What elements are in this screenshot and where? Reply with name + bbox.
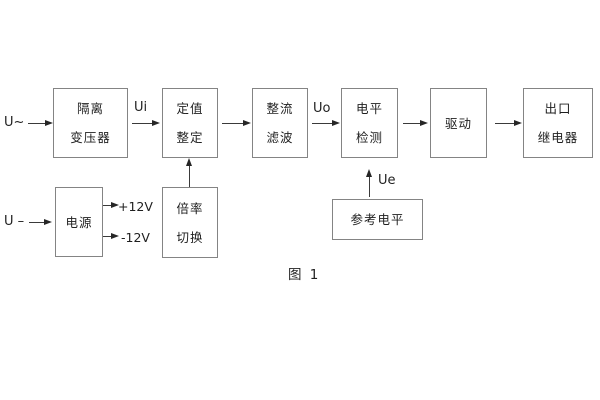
block-setpoint-adjust: 定值 整定 (162, 88, 218, 158)
arrow-ratioswitch-to-setpoint (185, 157, 192, 187)
block-text-line: 隔离 (76, 101, 104, 116)
label-minus-12v: -12V (121, 230, 150, 245)
block-rectify-filter: 整流 滤波 (252, 88, 308, 158)
block-text-line: 整定 (176, 130, 204, 145)
block-text-line: 切换 (176, 229, 204, 245)
arrow-rectifier-to-leveldetect (312, 119, 340, 126)
arrow-leveldetect-to-driver (403, 119, 428, 126)
block-power-supply: 电源 (55, 187, 103, 257)
block-text-line: 电平 (355, 101, 383, 116)
label-ui-signal: Ui (134, 100, 148, 115)
label-u-ac-input: U~ (4, 115, 25, 130)
arrow-driver-to-relay (495, 119, 522, 126)
block-text-line: 倍率 (176, 200, 204, 216)
block-level-detect: 电平 检测 (341, 88, 398, 158)
block-isolation-transformer: 隔离 变压器 (53, 88, 128, 158)
block-text-line: 参考电平 (350, 211, 405, 227)
arrow-power-to-minus12v (103, 232, 119, 239)
block-ratio-switch: 倍率 切换 (162, 187, 218, 258)
block-text-line: 变压器 (70, 130, 111, 145)
arrow-transformer-to-setpoint (132, 119, 160, 126)
block-text-line: 整流 (266, 101, 294, 116)
figure-caption: 图 1 (288, 267, 321, 283)
block-text-line: 电源 (65, 214, 93, 230)
block-text-line: 驱动 (444, 115, 472, 131)
arrow-uac-to-transformer (28, 119, 53, 126)
arrow-reference-to-leveldetect (365, 168, 372, 197)
block-reference-level: 参考电平 (332, 199, 423, 240)
block-text-line: 定值 (176, 101, 204, 116)
label-ue-signal: Ue (378, 173, 396, 188)
block-text-line: 检测 (355, 130, 383, 145)
label-plus-12v: +12V (118, 199, 153, 214)
label-uo-signal: Uo (313, 101, 331, 116)
arrow-setpoint-to-rectifier (222, 119, 251, 126)
block-text-line: 滤波 (266, 130, 294, 145)
block-text-line: 出口 (544, 101, 572, 116)
arrow-power-to-plus12v (103, 201, 119, 208)
block-driver: 驱动 (430, 88, 487, 158)
label-u-dc-input: U – (4, 214, 25, 229)
block-output-relay: 出口 继电器 (523, 88, 593, 158)
arrow-udc-to-power (29, 218, 52, 225)
block-text-line: 继电器 (537, 130, 579, 145)
